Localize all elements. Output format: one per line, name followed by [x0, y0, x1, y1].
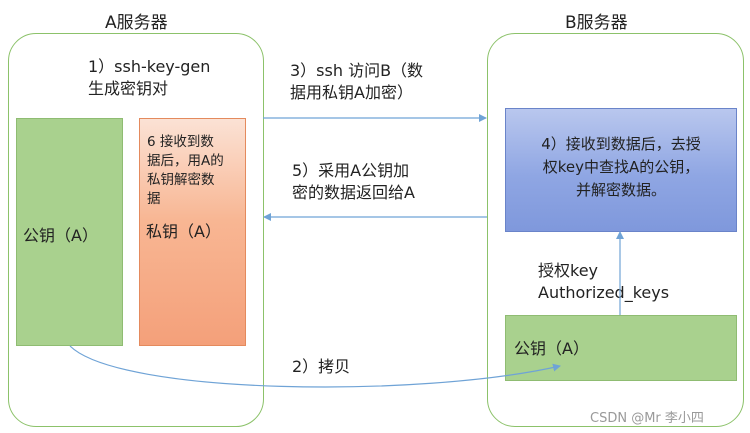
server-b-processing-box: 4）接收到数据后，去授 权key中查找A的公钥， 并解密数据。	[505, 108, 737, 232]
server-a-title: A服务器	[105, 13, 168, 33]
watermark: CSDN @Mr 李小四	[590, 411, 704, 426]
step4-line-3: 并解密数据。	[575, 181, 666, 199]
step6-line-2: 据后，用A的	[147, 153, 224, 169]
step1-line-2: 生成密钥对	[88, 79, 169, 98]
server-a-private-key-label: 私钥（A）	[146, 222, 221, 241]
step4-label: 4）接收到数据后，去授 权key中查找A的公钥， 并解密数据。	[514, 133, 728, 202]
step4-line-1: 4）接收到数据后，去授	[541, 135, 701, 153]
step3-line-2: 据用私钥A加密）	[290, 83, 413, 102]
server-a-public-key-box: 公钥（A）	[16, 118, 123, 346]
step6-line-4: 据	[147, 191, 161, 207]
server-b-title: B服务器	[565, 13, 628, 33]
step3-line-1: 3）ssh 访问B（数	[290, 61, 424, 80]
server-b-public-key-box: 公钥（A）	[505, 315, 737, 381]
authorized-keys-label: 授权key Authorized_keys	[538, 260, 669, 304]
step1-line-1: 1）ssh-key-gen	[88, 57, 211, 76]
step6-line-3: 私钥解密数	[147, 172, 215, 188]
step4-line-2: 权key中查找A的公钥，	[542, 158, 700, 176]
auth-label-line-1: 授权key	[538, 261, 599, 280]
step6-line-1: 6 接收到数	[147, 134, 214, 150]
step1-label: 1）ssh-key-gen 生成密钥对	[88, 56, 210, 100]
step5-line-1: 5）采用A公钥加	[292, 161, 410, 180]
server-b-public-key-label: 公钥（A）	[514, 339, 589, 358]
step2-label: 2）拷贝	[292, 357, 351, 376]
server-a-public-key-label: 公钥（A）	[23, 226, 98, 245]
auth-label-line-2: Authorized_keys	[538, 283, 670, 302]
step3-label: 3）ssh 访问B（数 据用私钥A加密）	[290, 60, 423, 104]
server-a-private-key-box: 6 接收到数 据后，用A的 私钥解密数 据 私钥（A）	[139, 118, 246, 346]
step5-label: 5）采用A公钥加 密的数据返回给A	[292, 160, 415, 204]
step5-line-2: 密的数据返回给A	[292, 183, 415, 202]
step6-label: 6 接收到数 据后，用A的 私钥解密数 据	[147, 133, 224, 209]
